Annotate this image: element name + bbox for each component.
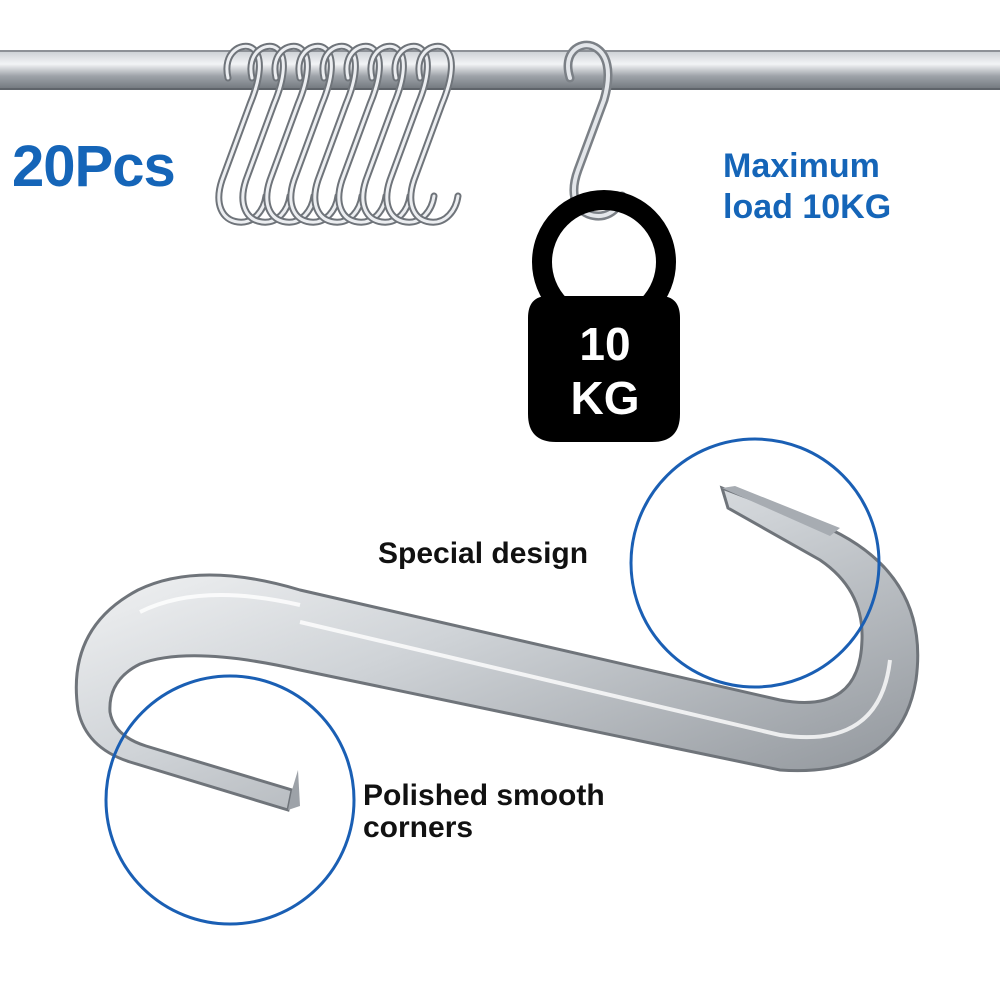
small-hook-highlight	[241, 45, 292, 224]
quantity-label: 20Pcs	[12, 134, 176, 199]
small-hook-highlight	[217, 45, 268, 224]
weight-icon	[528, 190, 680, 442]
weight-unit: KG	[570, 371, 640, 424]
polished-corners-label: Polished smooth corners	[363, 780, 605, 843]
small-hook-highlight	[313, 45, 364, 224]
small-hook-highlight	[337, 45, 388, 224]
polished-line-1: Polished smooth	[363, 779, 605, 812]
single-hook	[563, 40, 627, 221]
special-design-label: Special design	[378, 537, 589, 570]
small-hook-highlight	[265, 45, 316, 224]
weight-value: 10	[579, 318, 631, 370]
small-hook-highlight	[385, 45, 436, 224]
polished-line-2: corners	[363, 810, 474, 844]
special-design-callout-circle	[629, 437, 881, 689]
weight-label: 10 KG	[530, 318, 680, 426]
polished-corners-callout-circle	[104, 674, 356, 926]
hanging-rod	[0, 50, 1000, 90]
large-s-hook	[74, 485, 920, 812]
hook-cluster	[215, 43, 462, 226]
max-load-label: Maximum load 10KG	[723, 146, 891, 229]
max-load-line-2: load 10KG	[723, 188, 892, 227]
small-hook-highlight	[361, 45, 412, 224]
small-hook-highlight	[289, 45, 340, 224]
max-load-line-1: Maximum	[723, 147, 880, 185]
small-hook-highlight	[409, 45, 460, 224]
